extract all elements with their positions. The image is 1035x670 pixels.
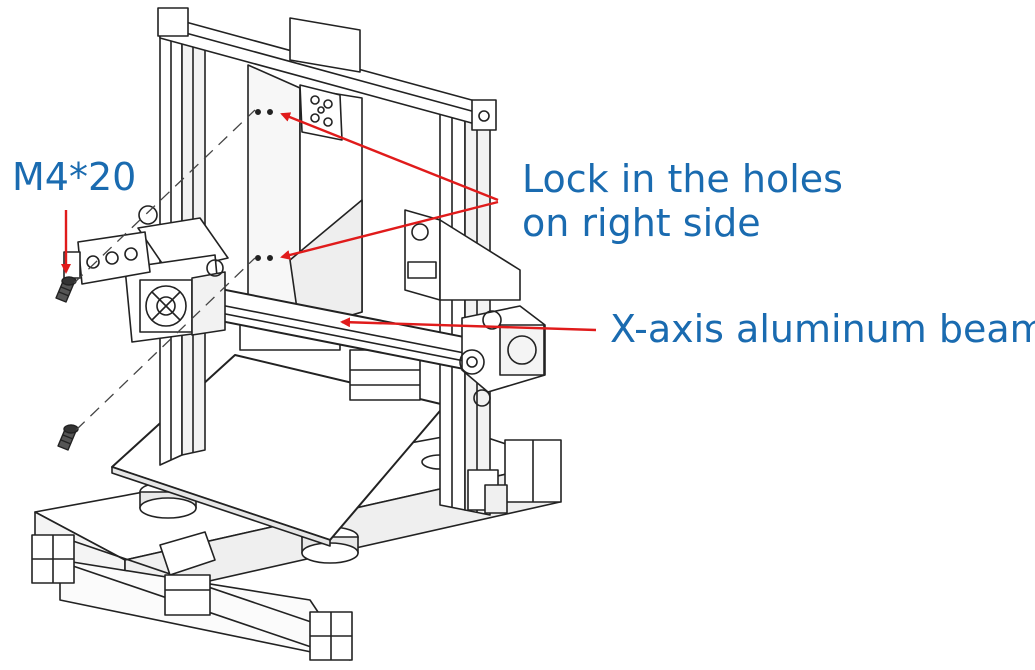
arrow-beam [340, 317, 597, 332]
beam-label: X-axis aluminum beam [610, 307, 1035, 351]
hotend-carriage [124, 205, 229, 343]
top-bracket [289, 17, 361, 73]
z-mount-plate [299, 84, 343, 141]
extruder [404, 209, 521, 301]
screw-upper [55, 276, 77, 303]
arrow-hole-upper [280, 112, 499, 202]
alignment-guides [73, 109, 256, 431]
screw-lower [57, 424, 79, 451]
z-endstop [467, 469, 508, 514]
right-upright [439, 94, 491, 516]
top-beam [157, 7, 497, 131]
holes-label-line2: on right side [522, 201, 761, 245]
screw-size-label: M4*20 [12, 155, 137, 199]
arrow-hole-lower [280, 200, 499, 260]
holes-label-line1: Lock in the holes [522, 157, 843, 201]
y-carriage [159, 531, 216, 616]
back-panel [247, 64, 363, 331]
